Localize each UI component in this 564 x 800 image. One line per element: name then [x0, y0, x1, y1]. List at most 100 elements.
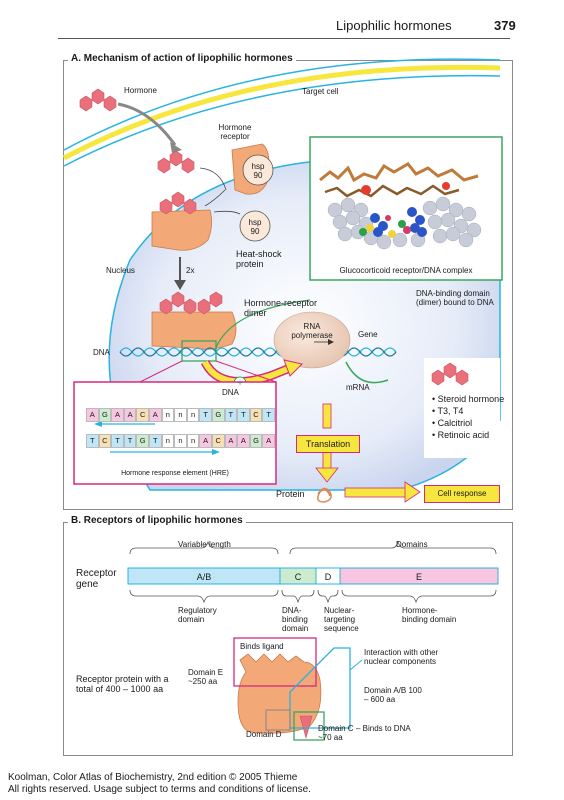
translation-arrow-stem [322, 403, 332, 429]
gr-complex-caption: Glucocorticoid receptor/DNA complex [339, 266, 473, 275]
nucleotide-cell: T [148, 434, 162, 448]
binds-ligand-box [233, 637, 317, 687]
interaction-label: Interaction with other nuclear component… [364, 648, 439, 666]
domain-c-box [293, 711, 325, 741]
dna-helix-strand-1 [119, 347, 397, 357]
cell-membrane-inner [63, 74, 501, 167]
nucleotide-cell: A [148, 408, 162, 422]
gene-segment-e [339, 567, 499, 585]
variable-length-brace [129, 540, 279, 555]
legend-item-retinoic: • Retinoic acid [432, 430, 490, 440]
nucleotide-cell: n [174, 434, 187, 448]
nucleotide-cell: A [199, 434, 212, 448]
section-b-frame [63, 522, 513, 756]
nucleotide-cell: T [111, 434, 124, 448]
running-header-title: Lipophilic hormones [336, 18, 452, 33]
nucleotide-cell: G [249, 434, 263, 448]
rna-polymerase-label: RNA polymerase [291, 322, 333, 340]
legend-item-steroid: • Steroid hormone [432, 394, 505, 404]
nucleotide-cell: T [123, 434, 137, 448]
binds-ligand-label: Binds ligand [240, 642, 284, 651]
cell-membrane-outer [63, 58, 501, 151]
domain-d-box [265, 709, 291, 731]
nucleotide-cell: T [199, 408, 212, 422]
hsp-label-top: hsp 90 [251, 162, 265, 180]
dna-helix-strand-2 [119, 347, 397, 357]
domains-label: Domains [396, 540, 428, 549]
nucleotide-cell: n [174, 408, 187, 422]
variable-length-label: Variable length [178, 540, 231, 549]
legend-list: • Steroid hormone • T3, T4 • Calcitriol … [432, 394, 504, 440]
dna-binding-tip [299, 715, 313, 740]
gene-label-e: E [415, 572, 422, 582]
header-rule [58, 38, 510, 39]
nucleotide-cell: n [186, 434, 200, 448]
legend-item-label: Calcitriol [437, 418, 473, 428]
response-arrow-stem [344, 487, 408, 498]
domain-c-label: Domain C ~70 aa [318, 724, 354, 742]
nucleotide-cell: G [211, 408, 225, 422]
legend-item-thyroid: • T3, T4 [432, 406, 464, 416]
hormone-receptor-label: Hormone receptor [218, 123, 252, 141]
nucleotide-cell: G [98, 408, 112, 422]
regulatory-domain-label: Regulatory domain [178, 606, 217, 624]
hormone-label: Hormone [124, 86, 157, 95]
copyright-line-1: Koolman, Color Atlas of Biochemistry, 2n… [8, 772, 298, 783]
nucleotide-cell: C [211, 434, 225, 448]
nucleotide-cell: A [111, 408, 124, 422]
nucleotide-cell: G [136, 434, 149, 448]
gene-label-c: C [294, 572, 302, 582]
section-a-title: A. Mechanism of action of lipophilic hor… [68, 53, 296, 64]
gene-label-ab: A/B [196, 572, 212, 582]
translation-box: Translation [296, 435, 360, 453]
legend-item-label: Steroid hormone [437, 394, 505, 404]
nucleotide-cell: T [262, 408, 275, 422]
nucleotide-cell: C [249, 408, 263, 422]
nucleus-label: Nucleus [106, 266, 135, 275]
nucleotide-cell: A [86, 408, 99, 422]
legend-hexagon-icon [431, 362, 469, 386]
nucleotide-cell: T [237, 408, 250, 422]
legend-item-label: T3, T4 [437, 406, 464, 416]
structure-connector [214, 299, 311, 351]
nucleotide-cell: n [161, 434, 175, 448]
translation-arrow-head [315, 467, 339, 483]
hre-box [181, 340, 217, 362]
hsp-label-released: hsp 90 [248, 218, 262, 236]
entry-arrow [117, 102, 177, 146]
receptor-dimer-shape [151, 311, 237, 350]
dimer-label: Hormone-receptor dimer [244, 298, 318, 318]
gene-label-d: D [324, 572, 332, 582]
legend-item-calcitriol: • Calcitriol [432, 418, 473, 428]
mrna-strand [345, 361, 389, 384]
section-b-title: B. Receptors of lipophilic hormones [68, 515, 246, 526]
receptor-illustration [127, 540, 499, 741]
domains-brace [289, 540, 497, 555]
protein-label: Protein [276, 489, 305, 499]
heat-shock-label: Heat-shock protein [236, 249, 282, 269]
activated-receptor-shape [151, 209, 212, 251]
nucleotide-cell: A [262, 434, 275, 448]
legend-item-label: Retinoic acid [437, 430, 490, 440]
hormone-hexagon-icon [79, 88, 117, 112]
two-x-label: 2x [186, 266, 195, 275]
receptor-protein-label: Receptor protein with a total of 400 – 1… [76, 674, 169, 694]
copyright-line-2: All rights reserved. Usage subject to te… [8, 784, 311, 795]
domain-ab-label: Domain A/B 100 – 600 aa [364, 686, 422, 704]
cell-response-box: Cell response [424, 485, 500, 503]
nucleotide-cell: n [161, 408, 175, 422]
cell-membrane-yellow [62, 64, 501, 161]
mechanism-illustration [62, 58, 503, 503]
receptor-gene-label: Receptor gene [76, 568, 117, 590]
hre-label: Hormone response element (HRE) [121, 470, 229, 477]
rna-polymerase-shape [273, 311, 351, 369]
sequence-box [73, 381, 277, 485]
nucleotide-cell: A [123, 408, 137, 422]
binding-arrow [199, 167, 227, 191]
nuclear-targeting-label: Nuclear-targeting sequence [324, 606, 359, 633]
activation-arrow [202, 360, 292, 385]
target-cell-label: Target cell [302, 87, 339, 96]
mrna-label: mRNA [346, 383, 370, 392]
hormone-binding-label: Hormone-binding domain [402, 606, 457, 624]
